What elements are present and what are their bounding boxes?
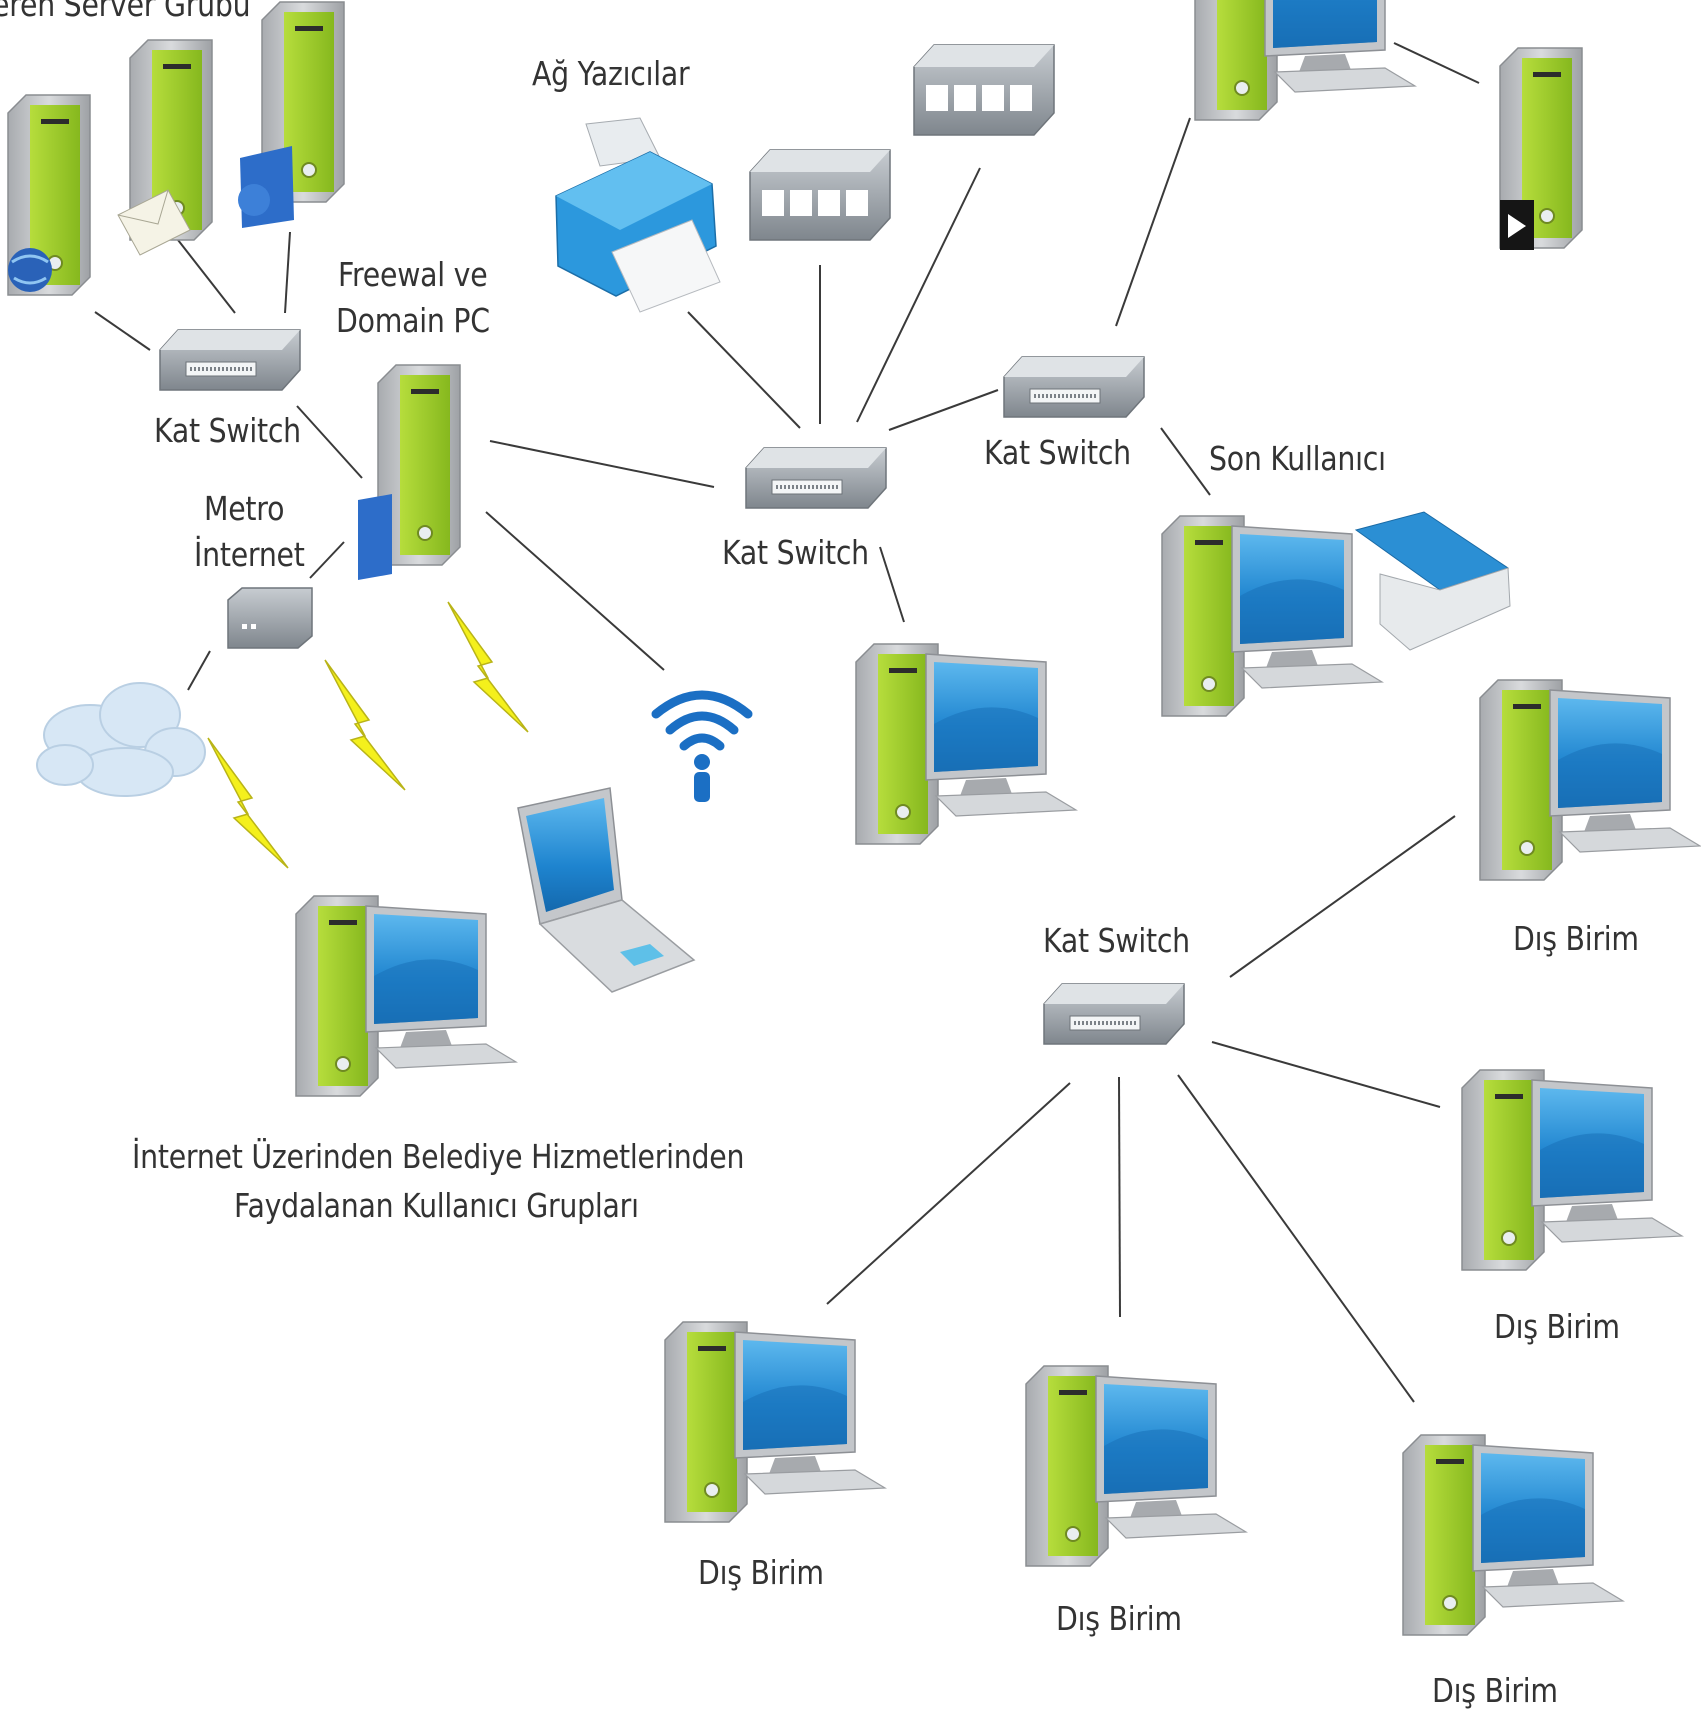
- remote-unit-label-2: Dış Birim: [1494, 1307, 1620, 1346]
- remote-unit-label-3: Dış Birim: [698, 1553, 824, 1592]
- connection-lines: [94, 42, 1480, 1403]
- remote-unit-label-1: Dış Birim: [1513, 919, 1639, 958]
- remote-unit-pc-1: [1480, 680, 1700, 880]
- office-pc-center: [856, 644, 1076, 844]
- printer-hub-1: [749, 149, 891, 241]
- wireless-link-bolt-3: [447, 601, 529, 733]
- media-server-icon: [1499, 47, 1583, 250]
- firewall-label-line1: Freewal ve: [338, 255, 488, 294]
- metro-internet-modem: [227, 587, 313, 649]
- wifi-icon: [651, 690, 753, 802]
- remote-unit-pc-4: [1026, 1366, 1246, 1566]
- internet-user-pc: [296, 896, 516, 1096]
- internet-cloud-icon: [36, 682, 206, 797]
- switch-center-label: Kat Switch: [722, 533, 869, 572]
- floor-switch-left: [158, 328, 302, 392]
- metro-label-line1: Metro: [204, 489, 285, 528]
- mail-server-icon: [117, 39, 213, 256]
- switch-right-label: Kat Switch: [984, 433, 1131, 472]
- wireless-link-bolt-1: [207, 737, 289, 869]
- top-right-pc: [1195, 0, 1415, 120]
- scanner-icon: [1354, 511, 1511, 651]
- firewall-label-line2: Domain PC: [336, 301, 490, 340]
- end-user-pc: [1162, 516, 1382, 716]
- floor-switch-right: [1002, 355, 1146, 419]
- laptop-icon: [517, 787, 696, 993]
- floor-switch-center: [744, 446, 888, 510]
- firewall-domain-pc: [358, 364, 461, 580]
- network-printer-icon: [555, 117, 721, 313]
- remote-unit-label-4: Dış Birim: [1056, 1599, 1182, 1638]
- switch-left-label: Kat Switch: [154, 411, 301, 450]
- remote-unit-label-5: Dış Birim: [1432, 1671, 1558, 1710]
- web-server-icon: [7, 94, 91, 296]
- printers-label: Ağ Yazıcılar: [532, 54, 690, 93]
- remote-unit-pc-2: [1462, 1070, 1682, 1270]
- remote-unit-pc-5: [1403, 1435, 1623, 1635]
- floor-switch-bottom: [1042, 982, 1186, 1046]
- wireless-link-bolt-2: [324, 659, 406, 791]
- metro-label-line2: İnternet: [194, 535, 305, 574]
- file-server-icon: [238, 1, 345, 228]
- internet-users-label-line1: İnternet Üzerinden Belediye Hizmetlerind…: [132, 1137, 745, 1176]
- internet-users-label-line2: Faydalanan Kullanıcı Grupları: [234, 1186, 639, 1225]
- remote-unit-pc-3: [665, 1322, 885, 1522]
- end-user-label: Son Kullanıcı: [1209, 439, 1386, 478]
- printer-hub-2: [913, 44, 1055, 136]
- switch-bottom-label: Kat Switch: [1043, 921, 1190, 960]
- server-group-label: eren Server Grubu: [0, 0, 251, 24]
